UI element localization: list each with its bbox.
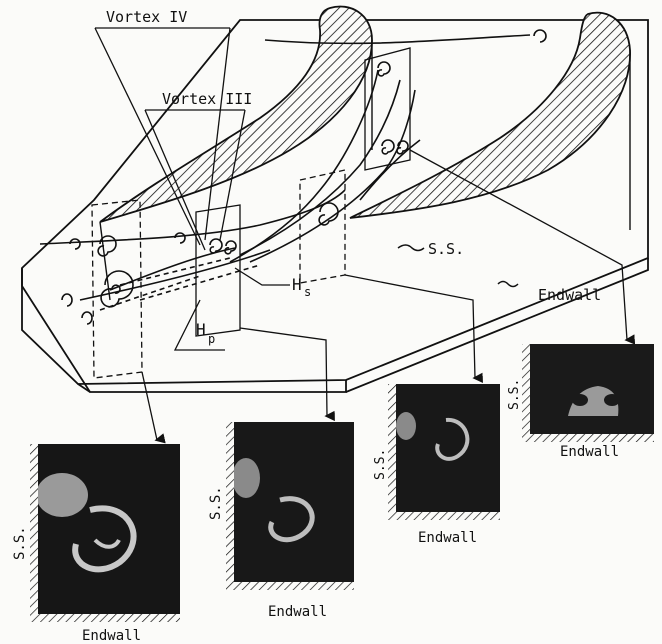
photo-panel-3: S.S. Endwall bbox=[373, 384, 500, 546]
photo-panel-2: S.S. Endwall bbox=[208, 422, 354, 620]
ss-surface-label: S.S. bbox=[428, 240, 464, 258]
endwall-surface-label: Endwall bbox=[538, 286, 601, 304]
vortex-iv-label: Vortex IV bbox=[106, 8, 187, 26]
panel-4-ss-label: S.S. bbox=[507, 379, 522, 410]
panel-4-endwall-label: Endwall bbox=[560, 444, 619, 460]
hs-subscript: s bbox=[304, 285, 311, 299]
panel-1-endwall-label: Endwall bbox=[82, 628, 141, 644]
hp-subscript: p bbox=[208, 332, 215, 346]
panel-3-ss-label: S.S. bbox=[373, 449, 388, 480]
hp-label: H bbox=[196, 320, 206, 339]
hs-label: H bbox=[292, 275, 302, 294]
panel-1-ss-label: S.S. bbox=[12, 526, 28, 560]
vortex-iii-label: Vortex III bbox=[162, 90, 252, 108]
panel-2-ss-label: S.S. bbox=[208, 486, 224, 520]
photo-panel-1: S.S. Endwall bbox=[12, 444, 180, 644]
photo-panel-4: S.S. Endwall bbox=[507, 344, 654, 460]
panel-2-endwall-label: Endwall bbox=[268, 604, 327, 620]
panel-3-endwall-label: Endwall bbox=[418, 530, 477, 546]
